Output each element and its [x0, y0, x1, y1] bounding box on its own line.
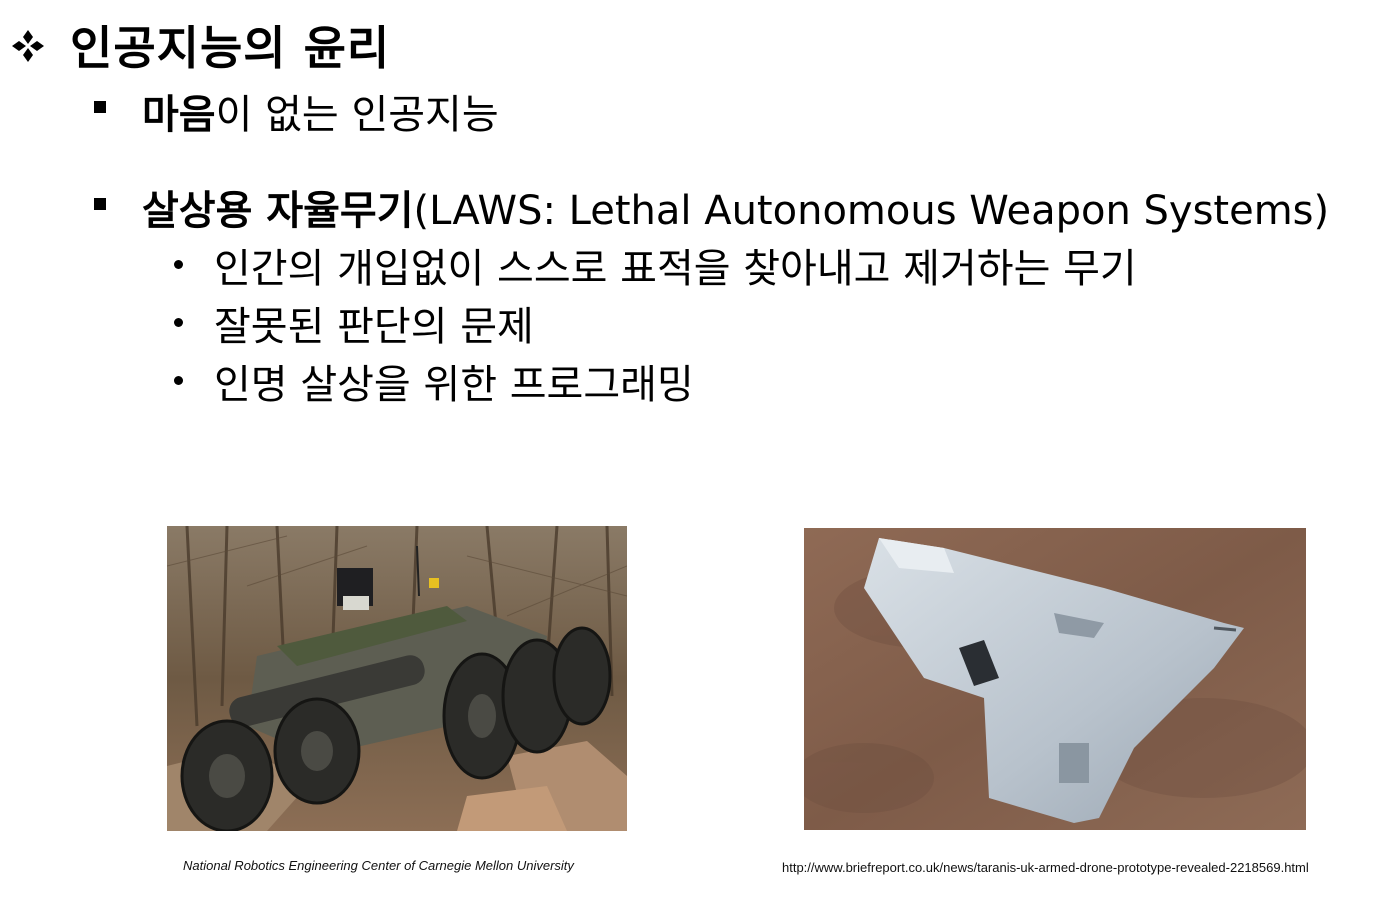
drone-photo-source-link[interactable]: http://www.briefreport.co.uk/news/tarani…	[782, 860, 1309, 875]
square-bullet-icon	[94, 198, 106, 210]
bullet-item-laws: 살상용 자율무기(LAWS: Lethal Autonomous Weapon …	[142, 178, 1329, 236]
bullet-item-emphasis: 마음	[142, 92, 216, 138]
robot-photo-caption: National Robotics Engineering Center of …	[183, 858, 574, 873]
round-bullet-icon	[174, 376, 183, 385]
slide-title: 인공지능의 윤리	[70, 21, 391, 75]
military-robot-photo	[167, 526, 627, 831]
armed-drone-photo	[804, 528, 1306, 830]
subbullet-item: 인간의 개입없이 스스로 표적을 찾아내고 제거하는 무기	[214, 246, 1137, 292]
round-bullet-icon	[174, 260, 183, 269]
square-bullet-icon	[94, 101, 106, 113]
subbullet-item: 잘못된 판단의 문제	[214, 304, 534, 350]
round-bullet-icon	[174, 318, 183, 327]
bullet-item-emphasis: 살상용 자율무기	[142, 188, 414, 234]
subbullet-item: 인명 살상을 위한 프로그래밍	[214, 362, 694, 408]
diamond-bullet-icon	[10, 28, 46, 64]
bullet-item-text: 이 없는 인공지능	[215, 92, 499, 138]
bullet-item-text: (LAWS: Lethal Autonomous Weapon Systems)	[413, 188, 1330, 234]
bullet-item-mindless-ai: 마음이 없는 인공지능	[142, 82, 499, 140]
